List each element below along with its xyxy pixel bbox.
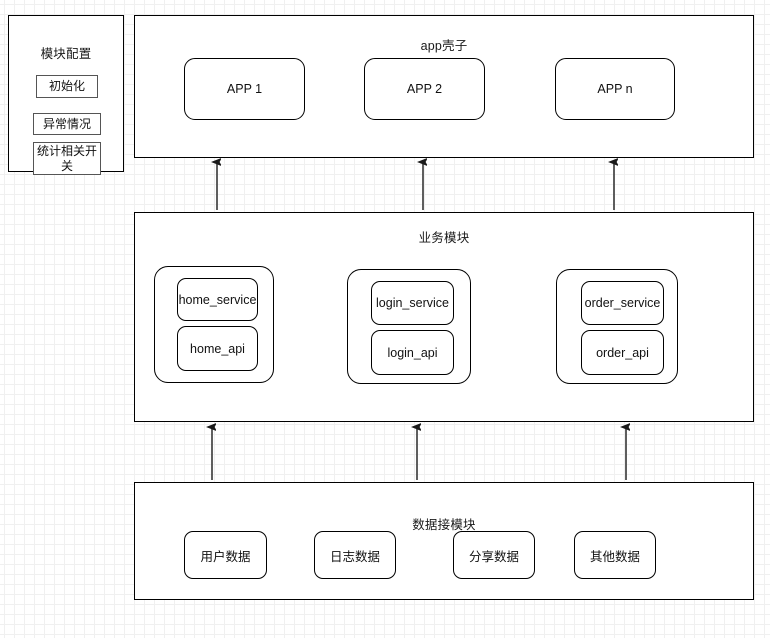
module-config-panel: 模块配置 初始化 异常情况 统计相关开关 bbox=[8, 15, 124, 175]
login-api-box[interactable]: login_api bbox=[371, 330, 454, 375]
config-item-exception[interactable]: 异常情况 bbox=[33, 113, 101, 135]
data-box-share[interactable]: 分享数据 bbox=[453, 531, 535, 579]
order-service-box[interactable]: order_service bbox=[581, 281, 664, 325]
login-service-box[interactable]: login_service bbox=[371, 281, 454, 325]
service-group-login: login_service login_api bbox=[347, 269, 471, 384]
data-module-panel: 数据接模块 用户数据 日志数据 分享数据 其他数据 bbox=[134, 482, 754, 600]
order-api-box[interactable]: order_api bbox=[581, 330, 664, 375]
config-item-init[interactable]: 初始化 bbox=[36, 75, 98, 98]
home-api-box[interactable]: home_api bbox=[177, 326, 258, 371]
module-config-title: 模块配置 bbox=[40, 47, 92, 61]
data-box-other[interactable]: 其他数据 bbox=[574, 531, 656, 579]
data-module-title: 数据接模块 bbox=[412, 518, 476, 532]
data-box-log[interactable]: 日志数据 bbox=[314, 531, 396, 579]
config-item-stats-switch[interactable]: 统计相关开关 bbox=[33, 142, 101, 175]
business-module-title: 业务模块 bbox=[418, 231, 470, 245]
service-group-home: home_service home_api bbox=[154, 266, 274, 383]
app-shell-title: app壳子 bbox=[420, 39, 468, 53]
app-box-1[interactable]: APP 1 bbox=[184, 58, 305, 120]
service-group-order: order_service order_api bbox=[556, 269, 678, 384]
home-service-box[interactable]: home_service bbox=[177, 278, 258, 321]
app-shell-panel: app壳子 APP 1 APP 2 APP n bbox=[134, 15, 754, 158]
app-box-2[interactable]: APP 2 bbox=[364, 58, 485, 120]
data-box-user[interactable]: 用户数据 bbox=[184, 531, 267, 579]
app-box-n[interactable]: APP n bbox=[555, 58, 675, 120]
business-module-panel: 业务模块 home_service home_api login_service… bbox=[134, 212, 754, 422]
